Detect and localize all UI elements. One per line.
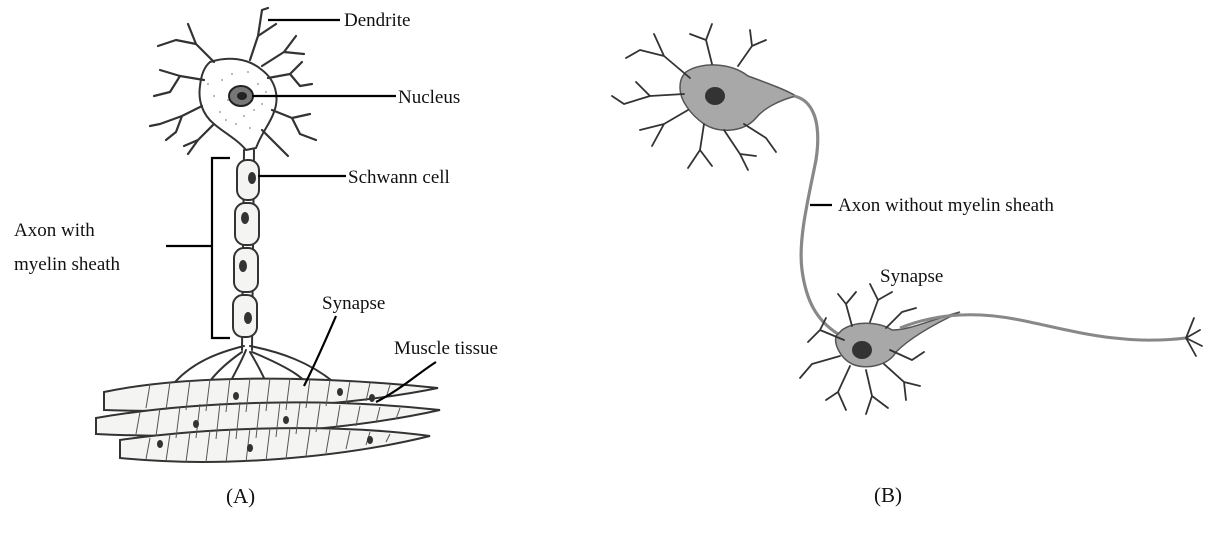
caption-b: (B) bbox=[874, 483, 902, 507]
cell-body-b-lower bbox=[836, 312, 960, 367]
panel-b: Axon without myelin sheath Synapse (B) bbox=[612, 24, 1202, 507]
cell-body-b-upper bbox=[680, 65, 796, 130]
nucleus-b-upper bbox=[705, 87, 725, 105]
dendrites-a bbox=[150, 8, 316, 156]
axon-terminal-b bbox=[1186, 318, 1202, 356]
nucleus-b-lower bbox=[852, 341, 872, 359]
label-axon-with-line2: myelin sheath bbox=[14, 254, 121, 275]
axon-b bbox=[794, 96, 838, 334]
label-axon-with-line1: Axon with bbox=[14, 220, 95, 241]
panel-a: Dendrite Nucleus Schwann cell Axon with … bbox=[14, 8, 498, 508]
label-synapse-a: Synapse bbox=[322, 293, 385, 314]
caption-a: (A) bbox=[226, 484, 255, 508]
myelin-sheath-a bbox=[233, 160, 259, 337]
label-synapse-b: Synapse bbox=[880, 266, 943, 287]
label-muscle-tissue: Muscle tissue bbox=[394, 338, 498, 359]
label-nucleus: Nucleus bbox=[398, 87, 460, 108]
label-dendrite: Dendrite bbox=[344, 10, 410, 31]
label-schwann-cell: Schwann cell bbox=[348, 167, 450, 188]
label-axon-without: Axon without myelin sheath bbox=[838, 195, 1054, 216]
